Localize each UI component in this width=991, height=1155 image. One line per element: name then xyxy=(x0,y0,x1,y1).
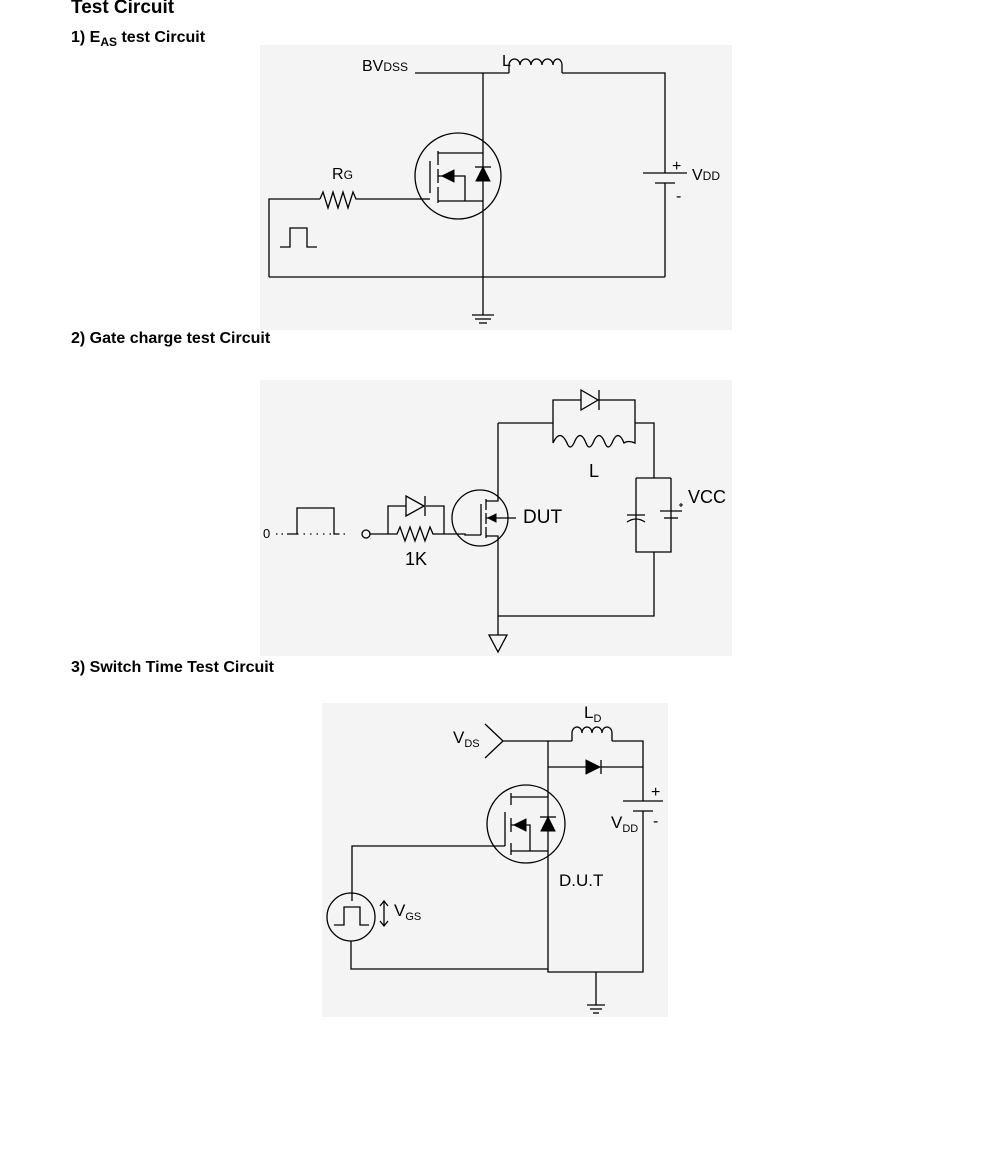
top-wire xyxy=(498,422,655,478)
vdd-plus-label: + xyxy=(672,158,681,175)
ld-label: LD xyxy=(584,703,601,725)
page-title: Test Circuit xyxy=(71,0,175,18)
vdd-minus-label: - xyxy=(676,188,681,205)
section-2-label: 2) Gate charge test Circuit xyxy=(71,330,271,347)
vdd-plus-label: + xyxy=(651,784,660,801)
inductor-ld xyxy=(571,726,613,741)
vdd-label: VDD xyxy=(692,167,720,184)
zero-label: 0 xyxy=(263,526,270,541)
section-1-label-prefix: 1) E xyxy=(71,29,101,46)
dut-label: D.U.T xyxy=(559,871,603,890)
section-3-label: 3) Switch Time Test Circuit xyxy=(71,659,275,676)
vdd-minus-label: - xyxy=(653,813,658,830)
diagram-panel xyxy=(322,703,668,1017)
resistor-rg xyxy=(319,189,415,211)
mosfet-symbol xyxy=(414,132,502,220)
rg-label: RG xyxy=(332,166,353,183)
dut-label: DUT xyxy=(523,507,562,528)
vcc-label: VCC xyxy=(688,487,726,507)
ground-icon xyxy=(487,616,509,654)
eas-test-circuit: BVDSS L RG + VDD - xyxy=(260,45,732,330)
vdd-label: VDD xyxy=(611,813,638,835)
diode-resistor-network xyxy=(387,494,454,543)
top-wire xyxy=(415,72,666,308)
inductor xyxy=(552,423,636,448)
mosfet-dut xyxy=(451,423,516,616)
bvdss-label: BVDSS xyxy=(362,58,408,75)
inductor-label: L xyxy=(502,53,511,70)
pulse-source-icon xyxy=(326,892,548,970)
mosfet-dut xyxy=(351,784,566,901)
capacitor-battery xyxy=(498,477,683,617)
freewheel-diode xyxy=(552,388,636,423)
battery-vdd xyxy=(623,800,663,821)
pulse-source-icon xyxy=(280,227,317,248)
vgs-label: VGS xyxy=(394,901,421,923)
switch-time-test-circuit: VDS LD + VDD - D.U.T VGS xyxy=(322,703,668,1017)
inductor xyxy=(508,58,563,73)
ground-icon xyxy=(472,308,494,324)
diagram-panel xyxy=(260,45,732,330)
vgs-arrow-icon xyxy=(379,899,389,928)
battery-vdd xyxy=(643,172,687,277)
bottom-wire xyxy=(268,198,665,278)
resistor-1k-label: 1K xyxy=(405,549,427,569)
freewheel-diode xyxy=(548,759,643,775)
inductor-label: L xyxy=(589,461,599,481)
ground-icon xyxy=(587,972,605,1014)
vds-label: VDS xyxy=(453,728,480,750)
gate-charge-test-circuit: 0 xyxy=(260,380,732,656)
section-1-label-suffix: test Circuit xyxy=(117,29,206,46)
pulse-source-icon xyxy=(288,507,338,535)
section-1-label: 1) EAS test Circuit xyxy=(71,29,205,49)
section-1-label-sub: AS xyxy=(100,35,118,50)
